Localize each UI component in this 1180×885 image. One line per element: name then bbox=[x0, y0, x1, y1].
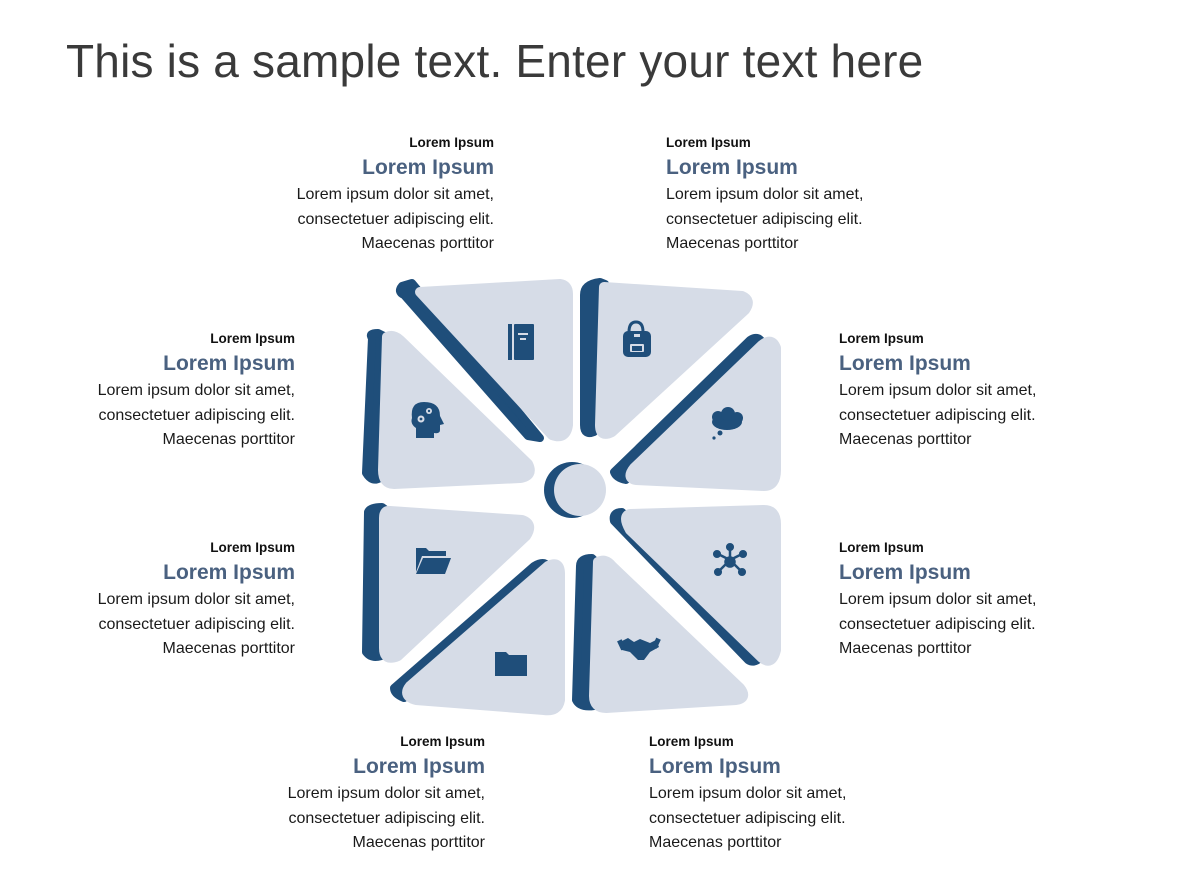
block-heading: Lorem Ipsum bbox=[163, 352, 295, 375]
block-line: Lorem ipsum dolor sit amet, bbox=[649, 785, 847, 802]
block-line: consectetuer adipiscing elit. bbox=[649, 809, 846, 827]
block-heading: Lorem Ipsum bbox=[353, 755, 485, 778]
segment-right-upper bbox=[610, 333, 781, 491]
block-heading: Lorem Ipsum bbox=[649, 755, 781, 778]
block-line: Lorem ipsum dolor sit amet, bbox=[839, 382, 1037, 399]
block-line: Lorem ipsum dolor sit amet, bbox=[666, 186, 864, 203]
block-line: Lorem ipsum dolor sit amet, bbox=[97, 591, 295, 608]
block-line: consectetuer adipiscing elit. bbox=[666, 210, 863, 228]
block-line: Lorem ipsum dolor sit amet, bbox=[97, 382, 295, 399]
slide-title: This is a sample text. Enter your text h… bbox=[66, 35, 924, 87]
head-gears-icon bbox=[411, 402, 444, 438]
block-line: Maecenas porttitor bbox=[666, 235, 799, 252]
block-label: Lorem Ipsum bbox=[210, 540, 295, 555]
handshake-icon bbox=[617, 637, 661, 660]
text-block-mid-left-lower: Lorem Ipsum Lorem Ipsum Lorem ipsum dolo… bbox=[0, 539, 295, 661]
block-heading: Lorem Ipsum bbox=[666, 156, 798, 179]
segment-bottom-right bbox=[572, 554, 749, 713]
text-block-top-left: Lorem Ipsum Lorem Ipsum Lorem ipsum dolo… bbox=[194, 134, 494, 256]
network-icon bbox=[712, 542, 748, 577]
backpack-icon bbox=[623, 320, 651, 357]
block-line: consectetuer adipiscing elit. bbox=[297, 210, 494, 228]
block-heading: Lorem Ipsum bbox=[839, 352, 971, 375]
block-line: Maecenas porttitor bbox=[839, 640, 972, 657]
open-folder-icon bbox=[416, 548, 451, 574]
block-label: Lorem Ipsum bbox=[400, 734, 485, 749]
text-block-top-right: Lorem Ipsum Lorem Ipsum Lorem ipsum dolo… bbox=[666, 134, 966, 256]
block-line: consectetuer adipiscing elit. bbox=[98, 615, 295, 633]
segment-bottom-left bbox=[390, 559, 565, 716]
segment-left-upper bbox=[362, 329, 535, 489]
block-line: Maecenas porttitor bbox=[839, 431, 972, 448]
segment-left-lower bbox=[362, 503, 535, 663]
block-line: Lorem ipsum dolor sit amet, bbox=[287, 785, 485, 802]
block-line: Lorem ipsum dolor sit amet, bbox=[296, 186, 494, 203]
segment-right-lower bbox=[609, 505, 781, 666]
block-heading: Lorem Ipsum bbox=[839, 561, 971, 584]
block-line: Maecenas porttitor bbox=[162, 431, 295, 448]
text-block-mid-right-upper: Lorem Ipsum Lorem Ipsum Lorem ipsum dolo… bbox=[839, 330, 1139, 452]
text-block-bottom-left: Lorem Ipsum Lorem Ipsum Lorem ipsum dolo… bbox=[185, 733, 485, 855]
folder-icon bbox=[495, 652, 527, 676]
block-line: Maecenas porttitor bbox=[649, 834, 782, 851]
block-heading: Lorem Ipsum bbox=[362, 156, 494, 179]
block-label: Lorem Ipsum bbox=[649, 734, 734, 749]
center-circle bbox=[544, 462, 606, 518]
block-heading: Lorem Ipsum bbox=[163, 561, 295, 584]
segment-top-right bbox=[580, 278, 753, 439]
block-line: Maecenas porttitor bbox=[361, 235, 494, 252]
text-block-mid-left-upper: Lorem Ipsum Lorem Ipsum Lorem ipsum dolo… bbox=[0, 330, 295, 452]
block-line: Maecenas porttitor bbox=[352, 834, 485, 851]
text-block-mid-right-lower: Lorem Ipsum Lorem Ipsum Lorem ipsum dolo… bbox=[839, 539, 1139, 661]
block-line: Maecenas porttitor bbox=[162, 640, 295, 657]
block-label: Lorem Ipsum bbox=[839, 540, 924, 555]
block-line: consectetuer adipiscing elit. bbox=[98, 406, 295, 424]
thought-cloud-icon bbox=[712, 407, 743, 440]
block-line: consectetuer adipiscing elit. bbox=[288, 809, 485, 827]
block-label: Lorem Ipsum bbox=[210, 331, 295, 346]
text-block-bottom-right: Lorem Ipsum Lorem Ipsum Lorem ipsum dolo… bbox=[649, 733, 949, 855]
block-label: Lorem Ipsum bbox=[839, 331, 924, 346]
block-label: Lorem Ipsum bbox=[666, 135, 751, 150]
block-line: Lorem ipsum dolor sit amet, bbox=[839, 591, 1037, 608]
block-line: consectetuer adipiscing elit. bbox=[839, 406, 1036, 424]
block-line: consectetuer adipiscing elit. bbox=[839, 615, 1036, 633]
block-label: Lorem Ipsum bbox=[409, 135, 494, 150]
book-icon bbox=[508, 324, 534, 360]
segment-top-left bbox=[395, 279, 573, 442]
